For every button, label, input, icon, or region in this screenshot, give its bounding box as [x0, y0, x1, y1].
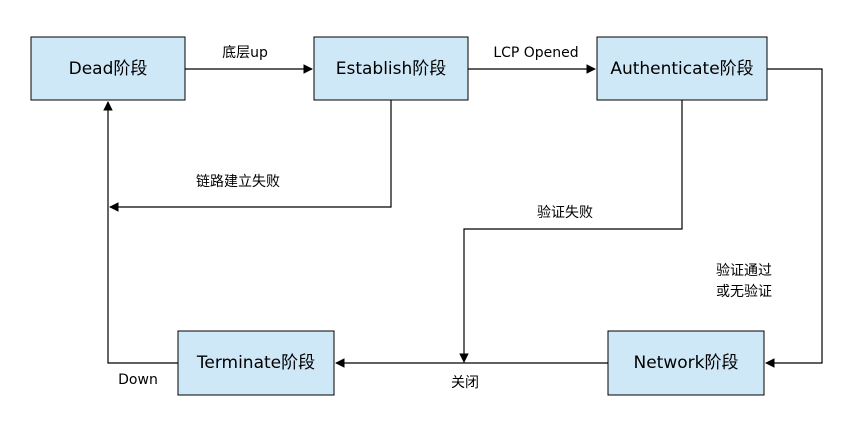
node-authenticate: Authenticate阶段	[596, 36, 768, 101]
edge-establish-fail	[109, 100, 392, 212]
label-terminate-to-dead: Down	[118, 372, 158, 388]
node-authenticate-label: Authenticate阶段	[610, 59, 753, 79]
node-establish-label: Establish阶段	[336, 59, 447, 79]
node-establish: Establish阶段	[313, 36, 469, 101]
node-network: Network阶段	[607, 330, 765, 396]
edge-authenticate-fail	[459, 100, 683, 363]
label-network-to-terminate: 关闭	[451, 375, 479, 391]
label-establish-fail: 链路建立失败	[196, 174, 280, 190]
label-authenticate-pass-line1: 验证通过	[716, 263, 772, 279]
edge-terminate-to-dead	[103, 101, 178, 364]
node-terminate-label: Terminate阶段	[196, 353, 315, 373]
edge-authenticate-to-network	[765, 68, 823, 368]
node-terminate: Terminate阶段	[177, 330, 335, 396]
node-dead-label: Dead阶段	[69, 59, 148, 79]
node-network-label: Network阶段	[634, 353, 739, 373]
label-authenticate-pass-line2: 或无验证	[716, 284, 772, 300]
label-authenticate-fail: 验证失败	[537, 205, 593, 221]
label-establish-to-authenticate: LCP Opened	[493, 45, 578, 61]
node-dead: Dead阶段	[30, 36, 186, 101]
label-dead-to-establish: 底层up	[222, 45, 268, 61]
